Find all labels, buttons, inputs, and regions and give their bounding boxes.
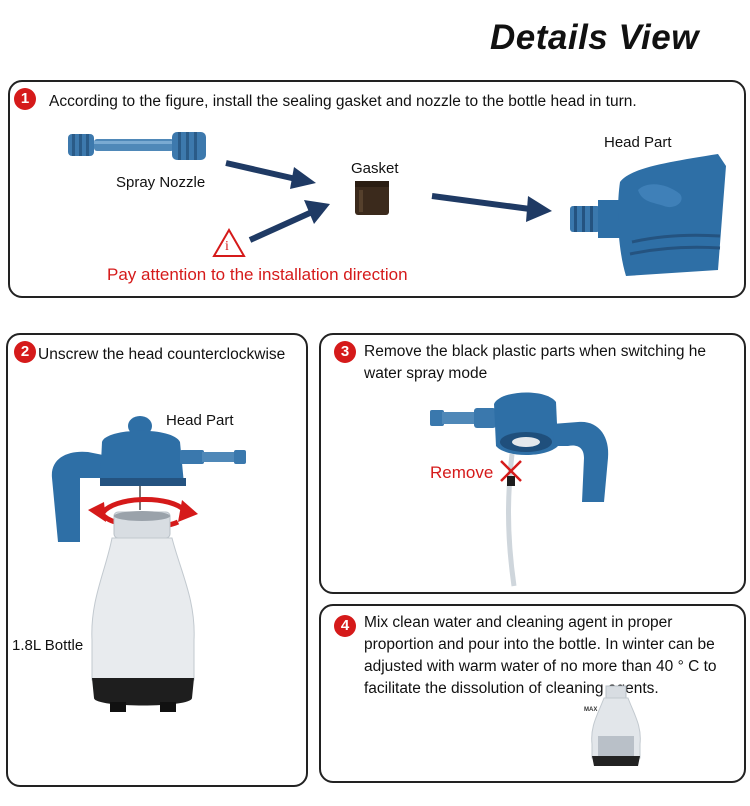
sprayer-head-image <box>51 416 246 542</box>
suction-tube-image <box>506 453 517 587</box>
step2-instruction: Unscrew the head counterclockwise <box>38 346 286 363</box>
arrow-icon <box>248 200 330 243</box>
step4-panel <box>319 604 746 783</box>
step3-instruction: Remove the black plastic parts when swit… <box>364 343 707 382</box>
step3-panel <box>319 333 746 594</box>
max-fill-label: MAX <box>584 707 598 713</box>
head-part-image <box>570 154 726 276</box>
remove-cross-icon <box>500 460 522 482</box>
head-part-label: Head Part <box>166 412 234 429</box>
arrow-icon <box>225 160 316 189</box>
step1-instruction: According to the figure, install the sea… <box>49 93 637 110</box>
installation-warning-text: Pay attention to the installation direct… <box>107 265 408 284</box>
step4-number-badge: 4 <box>334 615 356 637</box>
bottle-max-line-image <box>591 685 641 766</box>
bottle-image <box>91 511 195 712</box>
gasket-label: Gasket <box>351 160 399 177</box>
warning-triangle-icon <box>212 227 246 257</box>
bottle-capacity-label: 1.8L Bottle <box>12 637 84 654</box>
warning-symbol: i <box>225 239 229 254</box>
step3-number-badge: 3 <box>334 341 356 363</box>
spray-nozzle-label: Spray Nozzle <box>116 174 206 191</box>
gasket-image <box>355 181 389 215</box>
remove-label: Remove <box>430 463 494 482</box>
step4-instruction: Mix clean water and cleaning agent in pr… <box>364 614 717 697</box>
head-part-label: Head Part <box>604 134 672 151</box>
arrow-icon <box>431 193 552 222</box>
step2-number-badge: 2 <box>14 341 36 363</box>
sprayer-head-underside-image <box>430 392 609 502</box>
step1-number-badge: 1 <box>14 88 36 110</box>
spray-nozzle-image <box>68 132 206 160</box>
page-title: Details View <box>490 18 699 57</box>
